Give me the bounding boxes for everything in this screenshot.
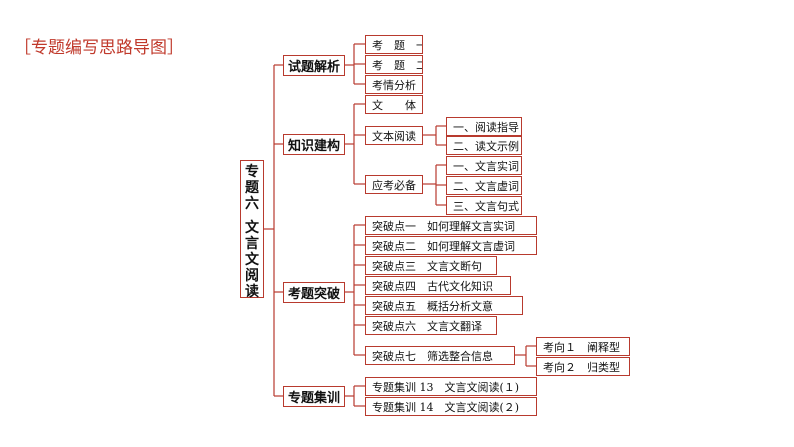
leaf-node: 突破点五 概括分析文意 xyxy=(365,296,523,315)
leaf-node: 一、文言实词 xyxy=(446,156,522,175)
leaf-node: 考向２ 归类型 xyxy=(536,357,630,376)
leaf-node: 突破点四 古代文化知识 xyxy=(365,276,511,295)
section-node: 专题集训 xyxy=(283,386,345,407)
leaf-node: 突破点一 如何理解文言实词 xyxy=(365,216,537,235)
root-char: 读 xyxy=(245,284,259,300)
branch-node: 文 体 xyxy=(365,95,423,114)
branch-node: 突破点七 筛选整合信息 xyxy=(365,346,515,365)
leaf-node: 考情分析 xyxy=(365,75,423,94)
leaf-node: 三、文言句式 xyxy=(446,196,522,215)
leaf-node: 专题集训 13 文言文阅读(１) xyxy=(365,377,537,396)
root-char: 言 xyxy=(245,236,259,252)
section-node: 考题突破 xyxy=(283,282,345,303)
root-char: 题 xyxy=(245,180,259,196)
root-char: 专 xyxy=(245,164,259,180)
leaf-node: 考 题 一 xyxy=(365,35,423,54)
leaf-node: 突破点六 文言文翻译 xyxy=(365,316,497,335)
branch-node: 应考必备 xyxy=(365,175,423,194)
root-char: 六 xyxy=(245,196,259,212)
leaf-node: 突破点二 如何理解文言虚词 xyxy=(365,236,537,255)
page-title: ［专题编写思路导图］ xyxy=(14,38,184,58)
leaf-node: 考向１ 阐释型 xyxy=(536,337,630,356)
leaf-node: 一、阅读指导 xyxy=(446,117,522,136)
root-char xyxy=(241,212,263,220)
leaf-node: 突破点三 文言文断句 xyxy=(365,256,497,275)
branch-node: 文本阅读 xyxy=(365,126,423,145)
leaf-node: 考 题 二 xyxy=(365,55,423,74)
leaf-node: 二、读文示例 xyxy=(446,136,522,155)
root-char: 文 xyxy=(245,252,259,268)
root-char: 阅 xyxy=(245,268,259,284)
section-node: 知识建构 xyxy=(283,134,345,155)
section-node: 试题解析 xyxy=(283,55,345,76)
root-char: 文 xyxy=(245,220,259,236)
leaf-node: 二、文言虚词 xyxy=(446,176,522,195)
leaf-node: 专题集训 14 文言文阅读(２) xyxy=(365,397,537,416)
root-node: 专 题 六 文 言 文 阅 读 xyxy=(240,160,264,300)
